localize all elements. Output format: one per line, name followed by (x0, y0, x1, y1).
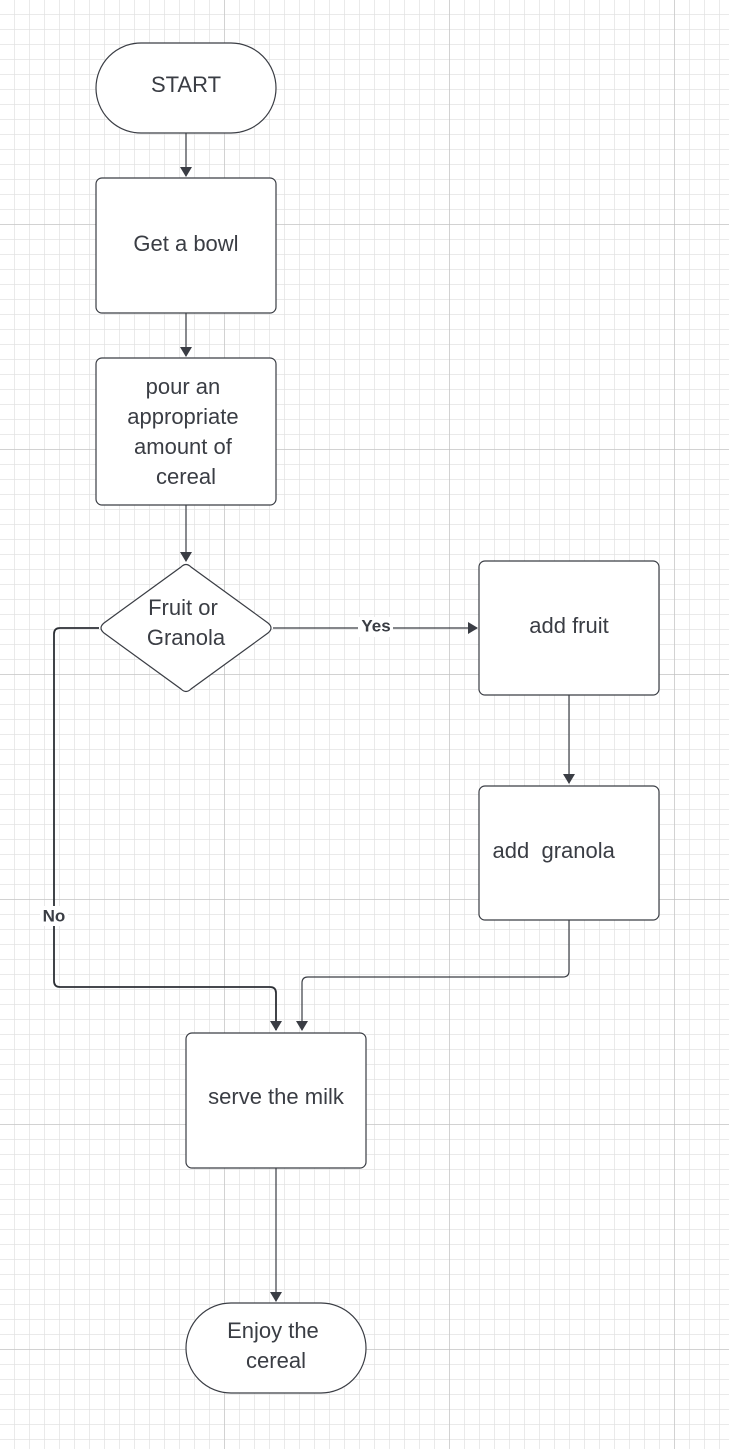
decision-line-1: Fruit or (148, 595, 218, 620)
no-label: No (43, 906, 66, 925)
get-bowl-step[interactable]: Get a bowl (95, 177, 277, 314)
get-bowl-step-shape (95, 177, 277, 314)
decision-diamond-shape (100, 563, 272, 693)
decision-text: Fruit or Granola (147, 595, 226, 650)
yes-label-background (358, 617, 393, 637)
end-terminal[interactable]: Enjoy the cereal (185, 1302, 367, 1394)
pour-cereal-line-2: appropriate (127, 404, 238, 429)
serve-milk-step-shape (185, 1032, 367, 1169)
add-fruit-step-text: add fruit (529, 613, 609, 638)
edges (53, 133, 575, 1302)
end-terminal-text: Enjoy the cereal (227, 1318, 325, 1373)
no-label-background (40, 906, 68, 926)
pour-cereal-step[interactable]: pour an appropriate amount of cereal (95, 357, 277, 506)
pour-cereal-step-shape (95, 357, 277, 506)
add-granola-step[interactable]: add granola (478, 785, 660, 921)
add-fruit-step-shape (478, 560, 660, 696)
start-terminal-shape (95, 42, 277, 134)
end-terminal-shape (185, 1302, 367, 1394)
add-granola-step-shape (478, 785, 660, 921)
add-granola-step-text: add granola (493, 838, 646, 863)
get-bowl-step-line: Get a bowl (133, 231, 238, 256)
get-bowl-step-text: Get a bowl (133, 231, 238, 256)
add-fruit-step[interactable]: add fruit (478, 560, 660, 696)
add-granola-line: add granola (493, 838, 616, 863)
start-terminal-text: START (151, 72, 221, 97)
add-fruit-line: add fruit (529, 613, 609, 638)
fruit-or-granola-decision[interactable]: Fruit or Granola (100, 563, 272, 693)
start-terminal-line: START (151, 72, 221, 97)
edge-labels: Yes No (40, 616, 393, 926)
pour-cereal-line-1: pour an (146, 374, 221, 399)
pour-cereal-line-4: cereal (156, 464, 216, 489)
serve-milk-step[interactable]: serve the milk (185, 1032, 367, 1169)
edge-granola-to-milk (296, 920, 570, 1031)
pour-cereal-line-3: amount of (134, 434, 233, 459)
serve-milk-line: serve the milk (208, 1084, 345, 1109)
pour-cereal-step-text: pour an appropriate amount of cereal (127, 374, 244, 489)
end-terminal-line-1: Enjoy the (227, 1318, 319, 1343)
decision-line-2: Granola (147, 625, 226, 650)
end-terminal-line-2: cereal (246, 1348, 306, 1373)
start-terminal[interactable]: START (95, 42, 277, 134)
serve-milk-step-text: serve the milk (208, 1084, 345, 1109)
edge-decision-no-to-milk (53, 627, 282, 1031)
yes-label: Yes (361, 616, 390, 635)
